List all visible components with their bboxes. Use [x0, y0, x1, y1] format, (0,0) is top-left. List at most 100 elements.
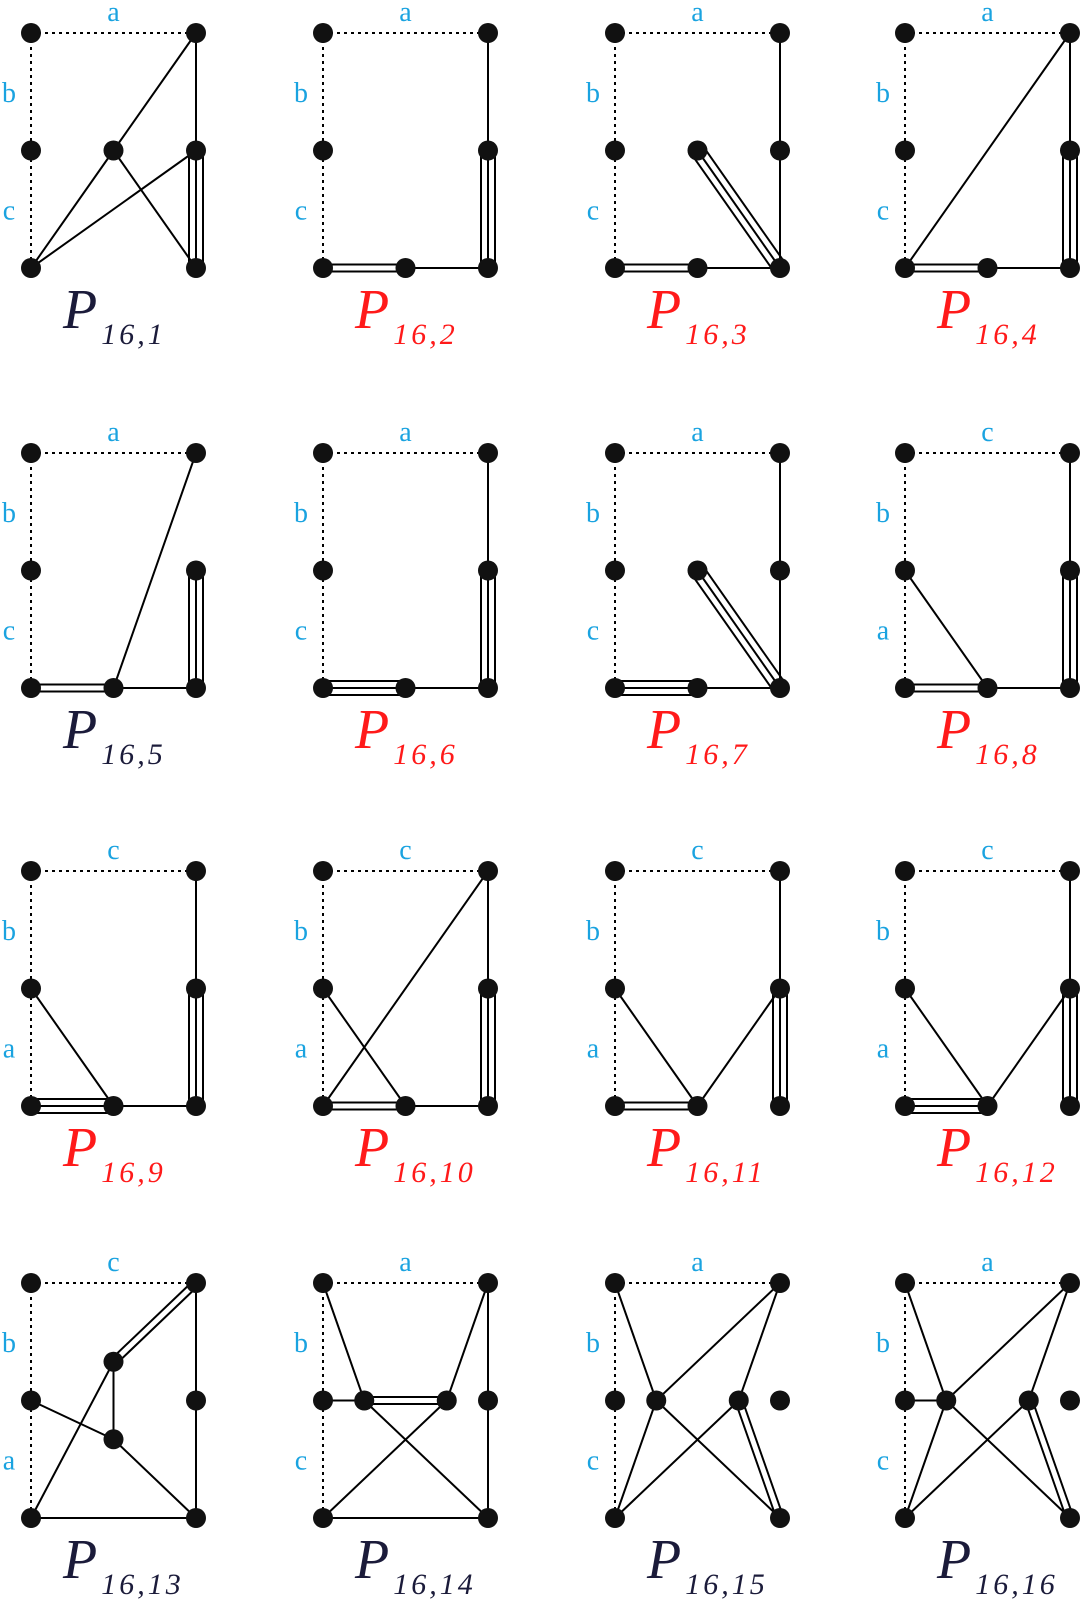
label-lower: a	[295, 1033, 308, 1064]
vertex	[186, 443, 206, 463]
vertex	[1060, 560, 1080, 581]
edge	[322, 1282, 366, 1401]
vertex	[21, 1273, 41, 1293]
label-top: a	[399, 1247, 412, 1278]
double-edge	[615, 263, 698, 273]
vertex	[1060, 861, 1080, 881]
vertex	[687, 678, 708, 698]
edge	[30, 149, 115, 269]
label-top: a	[691, 417, 704, 448]
triple-edge	[480, 988, 496, 1106]
vertex	[687, 258, 708, 278]
label-upper: b	[2, 78, 16, 109]
vertex	[436, 1390, 457, 1411]
label-upper: b	[876, 498, 890, 529]
label-upper: b	[876, 1328, 890, 1359]
label-top: c	[107, 835, 119, 866]
vertex	[1060, 258, 1080, 278]
vertex	[313, 258, 333, 278]
label-lower: c	[3, 615, 15, 646]
vertex	[687, 560, 708, 581]
vertex	[395, 258, 416, 278]
vertex	[186, 978, 206, 999]
vertex	[21, 443, 41, 463]
label-lower: a	[3, 1445, 16, 1476]
vertex	[770, 1096, 790, 1116]
label-upper: b	[294, 78, 308, 109]
vertex	[977, 1096, 998, 1116]
vertex	[478, 23, 498, 43]
vertex	[313, 1508, 333, 1528]
edge	[614, 1400, 658, 1519]
label-lower: a	[3, 1033, 16, 1064]
vertex	[103, 1351, 124, 1372]
vertex	[186, 861, 206, 881]
vertex	[186, 1273, 206, 1293]
vertex	[313, 560, 333, 581]
edge	[322, 870, 489, 1107]
vertex	[186, 1096, 206, 1116]
label-upper: b	[294, 498, 308, 529]
vertex	[605, 678, 625, 698]
vertex	[605, 443, 625, 463]
vertex	[21, 978, 41, 999]
vertex	[605, 258, 625, 278]
vertex	[895, 140, 915, 161]
double-edge	[110, 1279, 200, 1365]
vertex	[895, 1273, 915, 1293]
vertex	[21, 1096, 41, 1116]
triple-edge	[1062, 988, 1078, 1106]
vertex	[1060, 978, 1080, 999]
vertex	[313, 678, 333, 698]
vertex	[895, 978, 915, 999]
triple-edge	[323, 680, 406, 696]
label-top: a	[107, 417, 120, 448]
edge	[30, 987, 115, 1107]
triple-edge	[480, 150, 496, 268]
vertex	[936, 1390, 957, 1411]
edge	[363, 1399, 489, 1519]
label-upper: b	[876, 78, 890, 109]
vertex	[770, 560, 790, 581]
vertex	[605, 140, 625, 161]
label-top: c	[691, 835, 703, 866]
vertex	[186, 1508, 206, 1528]
vertex	[313, 1273, 333, 1293]
label-lower: c	[295, 615, 307, 646]
vertex	[605, 978, 625, 999]
vertex	[1060, 1508, 1080, 1528]
vertex	[478, 1273, 498, 1293]
label-upper: b	[586, 1328, 600, 1359]
vertex	[646, 1390, 667, 1411]
vertex	[895, 861, 915, 881]
vertex	[313, 1390, 333, 1411]
vertex	[728, 1390, 749, 1411]
label-lower: c	[295, 1445, 307, 1476]
edge	[986, 987, 1071, 1107]
vertex	[478, 861, 498, 881]
edge	[30, 1361, 115, 1519]
edge	[904, 1399, 1030, 1519]
triple-edge	[188, 988, 204, 1106]
vertex	[103, 1429, 124, 1450]
vertex	[895, 1390, 915, 1411]
